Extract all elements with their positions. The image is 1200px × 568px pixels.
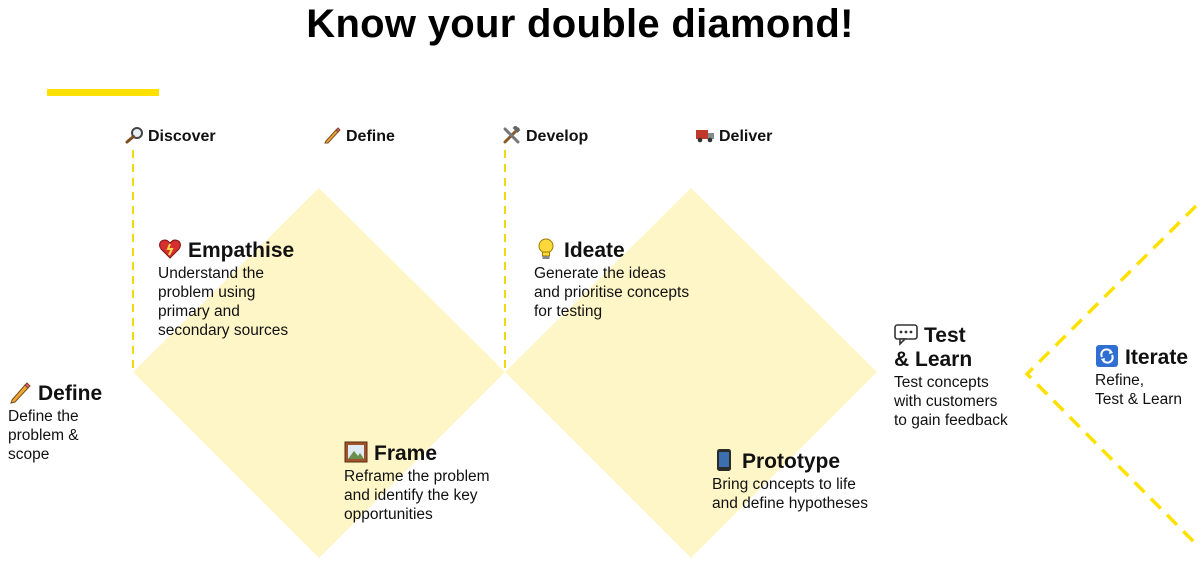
step-title: Ideate bbox=[564, 239, 625, 262]
step-frame: Frame Reframe the problem and identify t… bbox=[344, 440, 490, 524]
develop-deliver-diamond bbox=[505, 188, 877, 558]
phase-discover: Discover bbox=[124, 126, 216, 146]
step-heading: Empathise bbox=[158, 237, 294, 263]
delivery-truck-icon bbox=[696, 130, 714, 143]
step-description: Generate the ideas and prioritise concep… bbox=[534, 265, 690, 320]
speech-bubble-icon bbox=[894, 324, 918, 346]
step-heading: Prototype bbox=[712, 448, 868, 474]
step-empathise: Empathise Understand the problem using p… bbox=[158, 237, 294, 340]
mobile-phone-icon bbox=[717, 449, 731, 471]
step-title-line2: & Learn bbox=[894, 348, 973, 371]
step-heading: Test bbox=[894, 322, 1008, 348]
step-description: Reframe the problem and identify the key… bbox=[344, 468, 490, 523]
phase-develop: Develop bbox=[502, 126, 588, 146]
framed-picture-icon bbox=[344, 441, 368, 463]
step-description: Define the problem & scope bbox=[8, 408, 79, 463]
step-test-learn: Test & Learn Test concepts with customer… bbox=[894, 322, 1008, 430]
step-heading: Frame bbox=[344, 440, 490, 466]
step-description: Understand the problem using primary and… bbox=[158, 265, 289, 339]
title-accent-bar bbox=[47, 89, 159, 96]
step-define: Define Define the problem & scope bbox=[8, 380, 102, 464]
step-title: Iterate bbox=[1125, 346, 1189, 369]
step-description: Test concepts with customers to gain fee… bbox=[894, 374, 1008, 429]
light-bulb-icon bbox=[538, 238, 554, 259]
step-heading: Ideate bbox=[534, 237, 689, 263]
heart-icon bbox=[159, 239, 181, 259]
phase-label: Develop bbox=[526, 128, 589, 145]
step-description: Refine, Test & Learn bbox=[1095, 372, 1183, 408]
phase-label: Deliver bbox=[719, 128, 773, 145]
step-title: Prototype bbox=[742, 450, 841, 473]
step-heading: Define bbox=[8, 380, 102, 406]
step-prototype: Prototype Bring concepts to life and def… bbox=[712, 448, 868, 513]
step-title: Define bbox=[38, 382, 103, 405]
magnifier-icon bbox=[125, 127, 143, 144]
step-title: Frame bbox=[374, 442, 438, 465]
pencil-icon bbox=[10, 382, 31, 404]
phase-label: Discover bbox=[148, 128, 216, 145]
refresh-icon bbox=[1096, 345, 1118, 367]
discover-define-diamond bbox=[133, 188, 505, 558]
tools-icon bbox=[503, 126, 521, 144]
step-ideate: Ideate Generate the ideas and prioritise… bbox=[534, 237, 689, 321]
phase-define: Define bbox=[322, 126, 395, 146]
phase-deliver: Deliver bbox=[695, 126, 772, 146]
step-iterate: Iterate Refine, Test & Learn bbox=[1095, 344, 1188, 409]
pencil-icon bbox=[324, 127, 341, 144]
step-description: Bring concepts to life and define hypoth… bbox=[712, 476, 868, 512]
page-title: Know your double diamond! bbox=[306, 2, 854, 46]
step-title: Test bbox=[924, 324, 966, 347]
step-heading: Iterate bbox=[1095, 344, 1188, 370]
phase-label: Define bbox=[346, 128, 395, 145]
iterate-chevron-dashed bbox=[1024, 204, 1198, 546]
step-title: Empathise bbox=[188, 239, 295, 262]
